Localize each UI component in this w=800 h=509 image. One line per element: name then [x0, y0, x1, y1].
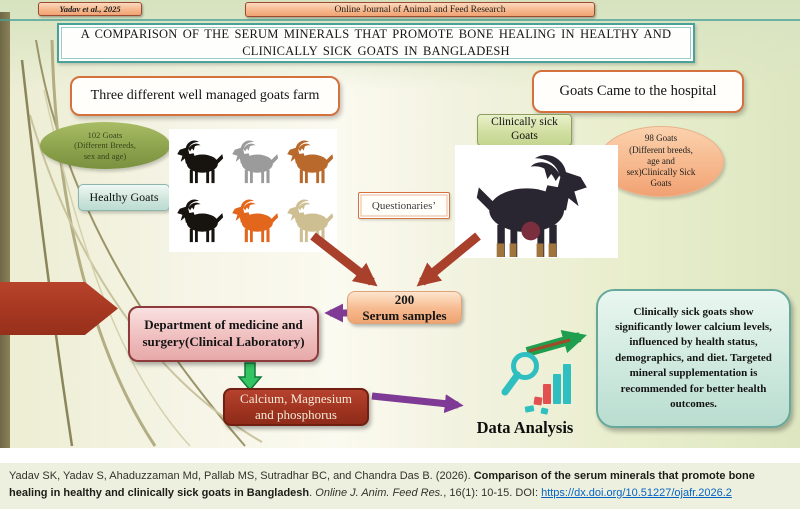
- header-divider-line: [0, 19, 800, 21]
- serum-label: Serum samples: [362, 307, 447, 323]
- arrow-minerals-to-analysis: [371, 392, 464, 414]
- sick-count: 98 Goats: [644, 133, 678, 144]
- citation-volume: , 16(1): 10-15. DOI:: [443, 487, 542, 500]
- arrow-healthy-to-serum: [310, 232, 378, 287]
- clinically-sick-label: Clinically sick Goats: [477, 114, 572, 146]
- citation-title: Comparison of the serum minerals that pr…: [9, 470, 755, 500]
- citation-text: Yadav SK, Yadav S, Ahaduzzaman Md, Palla…: [9, 468, 791, 502]
- sick-goat-photo: [455, 145, 618, 258]
- flow-arrows: [237, 232, 587, 414]
- sick-breeds: (Different breeds,: [629, 144, 693, 155]
- slide-canvas: Yadav et al., 2025 Online Journal of Ani…: [0, 0, 800, 448]
- questionnaire-box: Questionaries’: [358, 192, 450, 219]
- author-badge: Yadav et al., 2025: [38, 2, 142, 16]
- arrow-department-to-minerals: [237, 362, 263, 392]
- citation-bar: Yadav SK, Yadav S, Ahaduzzaman Md, Palla…: [0, 463, 800, 509]
- department-box: Department of medicine and surgery(Clini…: [128, 306, 319, 362]
- healthy-breeds: (Different Breeds,: [74, 140, 136, 151]
- left-edge-bar: [0, 12, 10, 448]
- citation-journal: Online J. Anim. Feed Res.: [315, 487, 444, 500]
- sick-goats-word: Goats: [650, 178, 672, 189]
- citation-separator: .: [309, 487, 316, 500]
- sick-goat-icon: [462, 150, 612, 257]
- data-analysis-label: Data Analysis: [476, 418, 574, 437]
- citation-authors: Yadav SK, Yadav S, Ahaduzzaman Md, Palla…: [9, 470, 474, 482]
- serum-count: 200: [394, 291, 415, 307]
- minerals-line1: Calcium, Magnesium: [240, 390, 352, 406]
- sick-sex: sex)Clinically Sick: [626, 167, 696, 178]
- serum-samples-box: 200 Serum samples: [347, 291, 462, 324]
- data-analysis-icon: [501, 352, 571, 415]
- sick-sample-ellipse: 98 Goats (Different breeds, age and sex)…: [598, 126, 724, 197]
- conclusion-box: Clinically sick goats show significantly…: [596, 289, 791, 428]
- farm-source-box: Three different well managed goats farm: [70, 76, 340, 116]
- sick-age: age and: [647, 155, 675, 166]
- title-line-2: CLINICALLY SICK GOATS IN BANGLADESH: [242, 44, 510, 58]
- hospital-source-box: Goats Came to the hospital: [532, 70, 744, 113]
- healthy-goats-label: Healthy Goats: [78, 184, 170, 211]
- title-line-1: A COMPARISON OF THE SERUM MINERALS THAT …: [80, 27, 672, 42]
- journal-banner: Online Journal of Animal and Feed Resear…: [245, 2, 595, 17]
- arrow-analysis-core-stripe: [528, 338, 571, 353]
- arrow-sick-to-serum: [416, 232, 481, 287]
- page-title: A COMPARISON OF THE SERUM MINERALS THAT …: [57, 23, 695, 63]
- healthy-count: 102 Goats: [87, 129, 123, 140]
- minerals-line2: and phosphorus: [255, 407, 337, 422]
- healthy-sample-ellipse: 102 Goats (Different Breeds, sex and age…: [40, 122, 170, 169]
- sick-label-line1: Clinically sick: [491, 116, 558, 129]
- healthy-sex-age: sex and age): [83, 150, 127, 161]
- minerals-box: Calcium, Magnesium and phosphorus: [223, 388, 369, 426]
- sick-label-line2: Goats: [511, 130, 538, 142]
- doi-link[interactable]: https://dx.doi.org/10.51227/ojafr.2026.2: [541, 487, 732, 500]
- healthy-goats-photos: [169, 129, 337, 252]
